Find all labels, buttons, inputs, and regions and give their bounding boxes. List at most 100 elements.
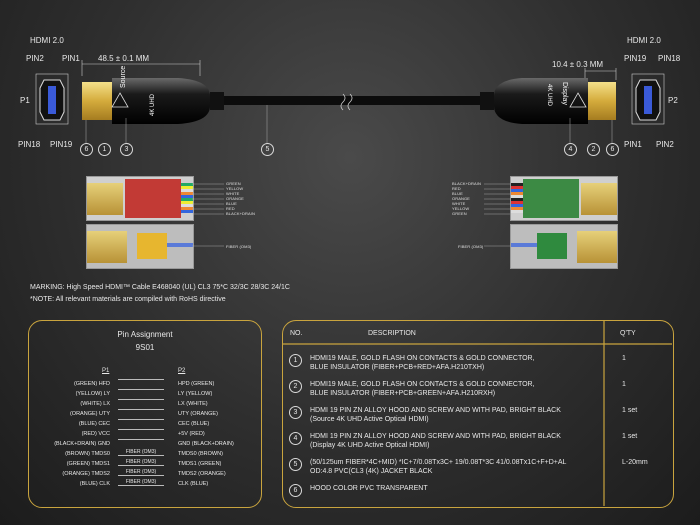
left-port-label: P1 bbox=[20, 96, 30, 105]
left-uhd-label: 4K UHD bbox=[150, 93, 156, 116]
pin-link-cell: FIBER (OM3) bbox=[118, 459, 164, 466]
right-connector-body bbox=[494, 78, 588, 124]
right-port-label: P2 bbox=[668, 96, 678, 105]
callout-4: 4 bbox=[564, 143, 577, 156]
left-wire-label: GREEN bbox=[226, 181, 241, 186]
bom-header-no: NO. bbox=[290, 330, 303, 337]
left-pin19-label: PIN19 bbox=[50, 140, 73, 149]
right-wire-label: WHITE bbox=[452, 201, 466, 206]
cable bbox=[224, 96, 480, 105]
left-fiber-label: FIBER (OM3) bbox=[226, 244, 252, 249]
pin-p2-cell: TMDS0 (BROWN) bbox=[178, 451, 223, 457]
pin-link-cell bbox=[118, 419, 164, 420]
bom-desc-line1: HDMI 19 PIN ZN ALLOY HOOD AND SCREW AND … bbox=[310, 433, 561, 440]
left-wire-label: ORANGE bbox=[226, 196, 244, 201]
pin-p1-cell: (ORANGE) UTY bbox=[69, 411, 110, 417]
bom-row-number: 3 bbox=[289, 406, 302, 419]
left-pcb-photo-top bbox=[86, 176, 194, 221]
right-wire-label: GREEN bbox=[452, 211, 467, 216]
pin-assignment-panel bbox=[28, 320, 262, 508]
bom-desc-line2: OD:4.8 PVC(CL3 (4K) JACKET BLACK bbox=[310, 468, 433, 475]
bom-row-number: 1 bbox=[289, 354, 302, 367]
left-pin2-label: PIN2 bbox=[26, 54, 44, 63]
right-wire-label: YELLOW bbox=[452, 206, 470, 211]
right-display-label: Display bbox=[561, 82, 568, 105]
pin-link-cell bbox=[118, 389, 164, 390]
right-wire-label: ORANGE bbox=[452, 196, 470, 201]
bom-qty: L-20mm bbox=[622, 459, 648, 466]
pin-assignment-subtitle: 9S01 bbox=[135, 343, 155, 352]
right-pin18-label: PIN18 bbox=[658, 54, 681, 63]
pin-p1-cell: (GREEN) HFD bbox=[73, 381, 110, 387]
rohs-note: *NOTE: All relevant materials are compil… bbox=[30, 296, 226, 303]
pin-link-cell bbox=[118, 399, 164, 400]
bom-row-number: 2 bbox=[289, 380, 302, 393]
bom-desc-line1: HDMI19 MALE, GOLD FLASH ON CONTACTS & GO… bbox=[310, 355, 535, 362]
pin-p2-cell: UTY (ORANGE) bbox=[178, 411, 218, 417]
bom-desc-line2: BLUE INSULATOR (FIBER+PCB+GREEN+AFA.H210… bbox=[310, 390, 496, 397]
left-source-label: Source bbox=[120, 65, 127, 88]
bom-desc-line1: HDMI 19 PIN ZN ALLOY HOOD AND SCREW AND … bbox=[310, 407, 561, 414]
bom-desc-line2: (Display 4K UHD Active Optical HDMI) bbox=[310, 442, 430, 449]
bom-qty: 1 set bbox=[622, 407, 638, 414]
bom-desc-line2: (Source 4K UHD Active Optical HDMI) bbox=[310, 416, 429, 423]
right-pin19-label: PIN19 bbox=[624, 54, 647, 63]
p2-header: P2 bbox=[178, 368, 186, 374]
bom-desc-line2: BLUE INSULATOR (FIBER+PCB+RED+AFA.H210TX… bbox=[310, 364, 485, 371]
bom-row-number: 4 bbox=[289, 432, 302, 445]
right-dimension: 10.4 ± 0.3 MM bbox=[552, 60, 604, 69]
pin-p1-cell: (BLUE) CEC bbox=[78, 421, 110, 427]
callout-2: 2 bbox=[587, 143, 600, 156]
left-wire-label: RED bbox=[226, 206, 235, 211]
pin-p2-cell: TMDS2 (ORANGE) bbox=[178, 471, 226, 477]
left-connector-body bbox=[112, 78, 210, 124]
bom-qty: 1 bbox=[622, 355, 626, 362]
right-hdmi-title: HDMI 2.0 bbox=[627, 36, 661, 45]
left-pcb-photo-bottom bbox=[86, 224, 194, 269]
left-wire-label: YELLOW bbox=[226, 186, 244, 191]
pin-link-cell bbox=[118, 429, 164, 430]
pin-link-cell bbox=[118, 379, 164, 380]
bom-row-number: 5 bbox=[289, 458, 302, 471]
cable-drawing bbox=[35, 60, 665, 143]
callout-1: 1 bbox=[98, 143, 111, 156]
left-pin18-label: PIN18 bbox=[18, 140, 41, 149]
right-fiber-label: FIBER (OM3) bbox=[458, 244, 484, 249]
bom-header-qty: Q'TY bbox=[620, 330, 636, 337]
pin-link-cell: FIBER (OM3) bbox=[118, 469, 164, 476]
right-uhd-label: 4K UHD bbox=[546, 84, 552, 107]
left-hdmi-title: HDMI 2.0 bbox=[30, 36, 64, 45]
pin-p2-cell: CEC (BLUE) bbox=[178, 421, 210, 427]
callout-6-left: 6 bbox=[80, 143, 93, 156]
bom-header-description: DESCRIPTION bbox=[368, 330, 416, 337]
bom-desc-line1: HDMI19 MALE, GOLD FLASH ON CONTACTS & GO… bbox=[310, 381, 535, 388]
bom-row-number: 6 bbox=[289, 484, 302, 497]
callout-6-right: 6 bbox=[606, 143, 619, 156]
pin-assignment-title: Pin Assignment bbox=[117, 330, 173, 339]
p1-header: P1 bbox=[102, 368, 110, 374]
right-pcb-photo-bottom bbox=[510, 224, 618, 269]
pin-p1-cell: (BLACK+DRAIN) GND bbox=[54, 441, 110, 447]
pin-p1-cell: (RED) VCC bbox=[81, 431, 110, 437]
right-pcb-photo-top bbox=[510, 176, 618, 221]
pin-link-cell: FIBER (OM3) bbox=[118, 479, 164, 486]
pin-p2-cell: HPD (GREEN) bbox=[178, 381, 215, 387]
bom-panel bbox=[282, 320, 674, 508]
pin-p1-cell: (GREEN) TMDS1 bbox=[66, 461, 110, 467]
right-wire-label: BLUE bbox=[452, 191, 463, 196]
right-pin2-label: PIN2 bbox=[656, 140, 674, 149]
bom-qty: 1 bbox=[622, 381, 626, 388]
pin-p1-cell: (BROWN) TMDS0 bbox=[65, 451, 110, 457]
right-pin1-label: PIN1 bbox=[624, 140, 642, 149]
left-pin1-label: PIN1 bbox=[62, 54, 80, 63]
right-gold-plug bbox=[588, 82, 616, 120]
pin-p2-cell: LX (WHITE) bbox=[178, 401, 208, 407]
pin-p2-cell: LY (YELLOW) bbox=[178, 391, 213, 397]
pin-p2-cell: +5V (RED) bbox=[178, 431, 205, 437]
left-dimension: 48.5 ± 0.1 MM bbox=[98, 54, 150, 63]
bom-desc-line1: HOOD COLOR PVC TRANSPARENT bbox=[310, 485, 428, 492]
right-wire-label: BLACK+DRAIN bbox=[452, 181, 481, 186]
pin-link-cell bbox=[118, 439, 164, 440]
left-wire-label: BLACK+DRAIN bbox=[226, 211, 255, 216]
bom-desc-line1: (50/125um FIBER*4C+MID) *IC+7/0.08Tx3C+ … bbox=[310, 459, 567, 466]
